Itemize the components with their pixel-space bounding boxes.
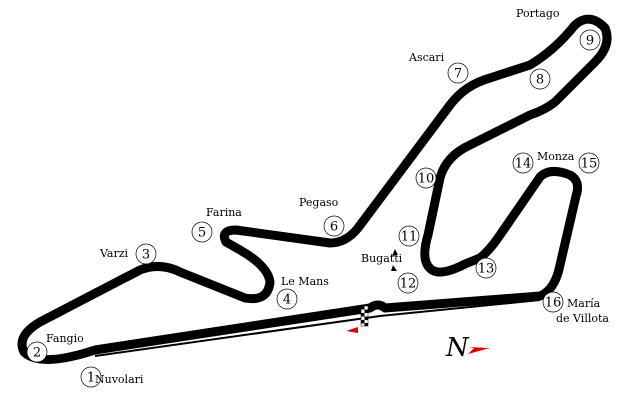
corner-number: 6 xyxy=(330,220,338,235)
corner-circle xyxy=(475,257,497,279)
corner-number: 12 xyxy=(400,277,417,292)
corner-name-2: Fangio xyxy=(46,332,84,345)
corner-number: 9 xyxy=(586,34,594,49)
corner-marker-16: 16 xyxy=(542,291,564,313)
corner-circle xyxy=(191,221,213,243)
pointer-11 xyxy=(392,249,398,256)
corner-marker-3: 3 xyxy=(135,243,157,265)
corner-name-6: Pegaso xyxy=(299,196,339,209)
pointer-12 xyxy=(391,265,397,271)
corner-marker-13: 13 xyxy=(475,257,497,279)
corner-name-1: Nuvolari xyxy=(95,373,144,386)
corner-marker-8: 8 xyxy=(529,68,551,90)
corner-number: 8 xyxy=(536,73,544,88)
corner-name-16-line2: de Villota xyxy=(556,312,609,325)
corner-marker-7: 7 xyxy=(447,62,469,84)
corner-circle xyxy=(397,272,419,294)
corner-name-5: Farina xyxy=(206,206,242,219)
corner-number: 3 xyxy=(142,248,150,263)
corner-circle xyxy=(512,152,534,174)
corner-name-9: Portago xyxy=(516,7,560,20)
corner-circle xyxy=(323,215,345,237)
corner-marker-2: 2 xyxy=(26,341,48,363)
corner-number: 2 xyxy=(33,346,41,361)
corner-name-7: Ascari xyxy=(408,51,445,64)
corner-marker-1: 1 xyxy=(80,366,102,388)
corner-number: 15 xyxy=(581,157,598,172)
corner-number: 7 xyxy=(454,67,462,82)
direction-arrow xyxy=(346,327,358,333)
corner-circle xyxy=(135,243,157,265)
corner-number: 1 xyxy=(87,371,95,386)
corner-marker-11: 11 xyxy=(398,225,420,247)
corner-marker-5: 5 xyxy=(191,221,213,243)
corner-marker-12: 12 xyxy=(397,272,419,294)
corner-circle xyxy=(415,167,437,189)
corner-circle xyxy=(579,29,601,51)
corner-marker-14: 14 xyxy=(512,152,534,174)
corner-circle xyxy=(578,152,600,174)
corner-circle xyxy=(542,291,564,313)
corner-name-15: Monza xyxy=(537,150,575,163)
corner-name-bugatti: Bugatti xyxy=(361,252,403,265)
corner-marker-15: 15 xyxy=(578,152,600,174)
corner-marker-10: 10 xyxy=(415,167,437,189)
corner-circle xyxy=(26,341,48,363)
corner-number: 5 xyxy=(198,226,206,241)
corner-circle xyxy=(529,68,551,90)
corner-marker-4: 4 xyxy=(276,288,298,310)
track-outline xyxy=(17,14,612,365)
corner-number: 4 xyxy=(283,293,291,308)
finish-line-flag xyxy=(360,305,369,327)
corner-name-4: Le Mans xyxy=(281,275,329,288)
corner-number: 16 xyxy=(545,296,562,311)
corner-circle xyxy=(398,225,420,247)
north-arrow xyxy=(468,347,490,354)
north-label: N xyxy=(445,333,470,363)
corner-circle xyxy=(276,288,298,310)
corner-number: 10 xyxy=(418,172,435,187)
corner-marker-6: 6 xyxy=(323,215,345,237)
corner-circle xyxy=(447,62,469,84)
corner-number: 11 xyxy=(401,230,418,245)
corner-number: 13 xyxy=(478,262,495,277)
pit-lane xyxy=(94,299,541,357)
corner-name-16-line1: María xyxy=(567,297,601,310)
corner-circle xyxy=(80,366,102,388)
corner-name-3: Varzi xyxy=(99,247,129,260)
corner-marker-9: 9 xyxy=(579,29,601,51)
corner-number: 14 xyxy=(515,157,532,172)
